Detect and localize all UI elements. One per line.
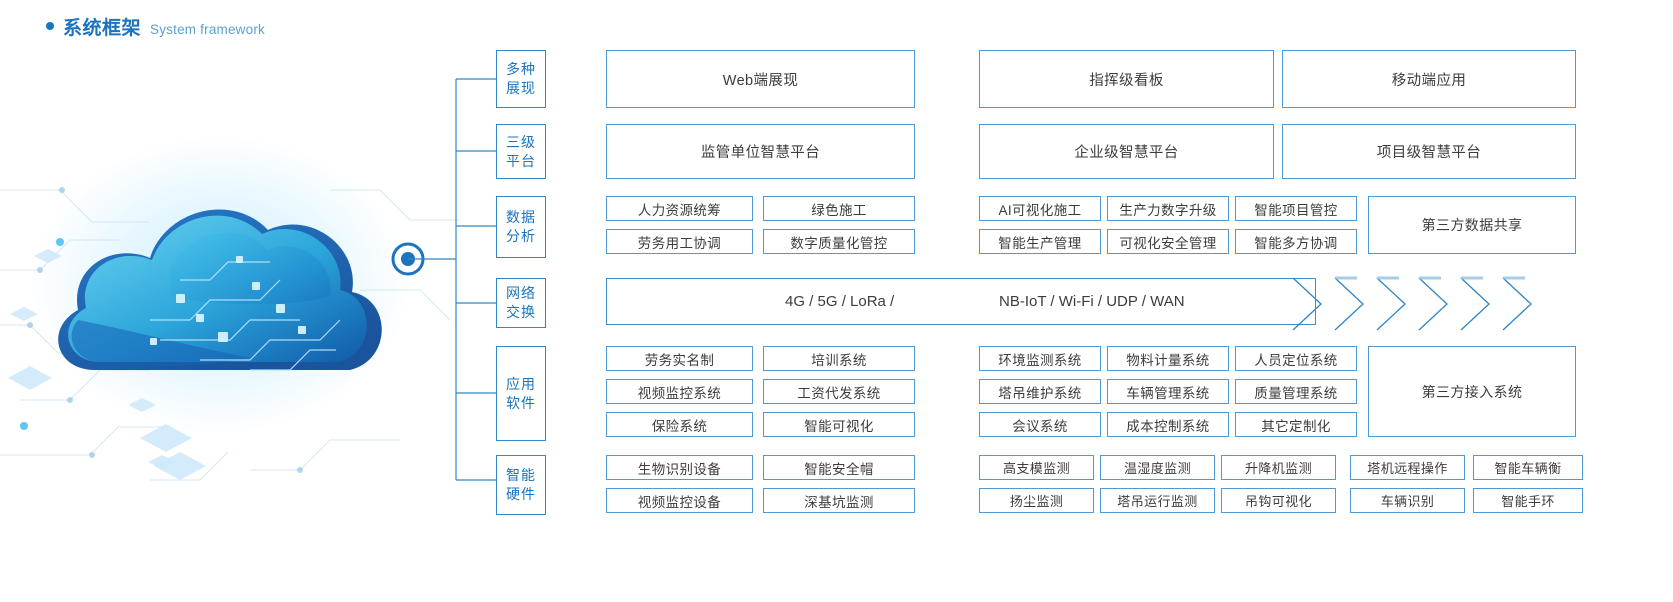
bullet-dot-icon — [46, 22, 54, 30]
network-protocol-bar[interactable]: 4G / 5G / LoRa / NB-IoT / Wi-Fi / UDP / … — [606, 278, 1316, 325]
connector-tree — [400, 45, 560, 525]
row-label-application-software: 应用 软件 — [496, 346, 546, 441]
row-label-network-exchange: 网络 交换 — [496, 278, 546, 328]
row-label-line2: 交换 — [506, 304, 536, 320]
row-label-line1: 三级 — [506, 133, 536, 150]
cell-smart-visualization[interactable]: 智能可视化 — [763, 412, 915, 437]
row-presentation: 多种 展现 Web端展现 指挥级看板 移动端应用 — [496, 50, 1673, 108]
network-segment-2: NB-IoT / Wi-Fi / UDP / WAN — [999, 293, 1185, 310]
cell-deep-pit-monitoring[interactable]: 深基坑监测 — [763, 488, 915, 513]
row-network-cells: 4G / 5G / LoRa / NB-IoT / Wi-Fi / UDP / … — [546, 276, 1673, 331]
cell-third-party-data-sharing[interactable]: 第三方数据共享 — [1368, 196, 1576, 254]
cell-mobile-application[interactable]: 移动端应用 — [1282, 50, 1576, 108]
cell-smart-multiparty-coord[interactable]: 智能多方协调 — [1235, 229, 1357, 254]
row-label-line1: 智能 — [506, 467, 536, 483]
row-label-line1: 网络 — [506, 285, 536, 301]
cell-other-customization[interactable]: 其它定制化 — [1235, 412, 1357, 437]
row-data-analysis: 数据 分析 人力资源统筹 绿色施工 劳务用工协调 数字质量化管控 AI可视化施工… — [496, 196, 1673, 258]
cell-project-platform[interactable]: 项目级智慧平台 — [1282, 124, 1576, 179]
cell-vehicle-management[interactable]: 车辆管理系统 — [1107, 379, 1229, 404]
cell-labor-realname[interactable]: 劳务实名制 — [606, 346, 753, 371]
row-hardware-cells: 生物识别设备 智能安全帽 视频监控设备 深基坑监测 高支模监测 温湿度监测 升降… — [546, 455, 1673, 515]
cell-vehicle-recognition[interactable]: 车辆识别 — [1350, 488, 1465, 513]
cell-smart-wristband[interactable]: 智能手环 — [1473, 488, 1583, 513]
row-label-smart-hardware: 智能 硬件 — [496, 455, 546, 515]
cell-environment-monitoring[interactable]: 环境监测系统 — [979, 346, 1101, 371]
row-label-presentation: 多种 展现 — [496, 50, 546, 108]
cloud-network-illustration — [0, 70, 470, 520]
row-application-software: 应用 软件 劳务实名制 培训系统 视频监控系统 工资代发系统 保险系统 智能可视… — [496, 346, 1673, 441]
cell-productivity-upgrade[interactable]: 生产力数字升级 — [1107, 196, 1229, 221]
cell-hoist-monitoring[interactable]: 升降机监测 — [1221, 455, 1336, 480]
row-data-analysis-cells: 人力资源统筹 绿色施工 劳务用工协调 数字质量化管控 AI可视化施工 生产力数字… — [546, 196, 1673, 258]
cell-hr-coordination[interactable]: 人力资源统筹 — [606, 196, 753, 221]
cell-quality-management[interactable]: 质量管理系统 — [1235, 379, 1357, 404]
row-label-line2: 分析 — [506, 228, 536, 244]
row-platform: 三级 平台 监管单位智慧平台 企业级智慧平台 项目级智慧平台 — [496, 124, 1673, 179]
cell-tower-crane-maintenance[interactable]: 塔吊维护系统 — [979, 379, 1101, 404]
cell-video-monitoring-device[interactable]: 视频监控设备 — [606, 488, 753, 513]
cell-third-party-access-system[interactable]: 第三方接入系统 — [1368, 346, 1576, 437]
cell-meeting-system[interactable]: 会议系统 — [979, 412, 1101, 437]
row-smart-hardware: 智能 硬件 生物识别设备 智能安全帽 视频监控设备 深基坑监测 高支模监测 温湿… — [496, 455, 1673, 515]
cell-labor-coordination[interactable]: 劳务用工协调 — [606, 229, 753, 254]
cell-smart-project-control[interactable]: 智能项目管控 — [1235, 196, 1357, 221]
cell-temp-humidity-monitoring[interactable]: 温湿度监测 — [1100, 455, 1215, 480]
page-title-cn: 系统框架 — [63, 18, 142, 39]
network-segment-1: 4G / 5G / LoRa / — [785, 293, 895, 310]
page-title-en: System framework — [150, 22, 265, 37]
cell-biometric-device[interactable]: 生物识别设备 — [606, 455, 753, 480]
cell-regulator-platform[interactable]: 监管单位智慧平台 — [606, 124, 915, 179]
page-title: 系统框架 System framework — [46, 13, 265, 40]
row-label-line2: 软件 — [506, 394, 536, 411]
cell-video-surveillance-system[interactable]: 视频监控系统 — [606, 379, 753, 404]
cell-material-metering[interactable]: 物料计量系统 — [1107, 346, 1229, 371]
cell-web-presentation[interactable]: Web端展现 — [606, 50, 915, 108]
cell-smart-vehicle-scale[interactable]: 智能车辆衡 — [1473, 455, 1583, 480]
row-label-data-analysis: 数据 分析 — [496, 196, 546, 258]
cell-visual-safety-mgmt[interactable]: 可视化安全管理 — [1107, 229, 1229, 254]
cell-cost-control-system[interactable]: 成本控制系统 — [1107, 412, 1229, 437]
cell-ai-visual-construction[interactable]: AI可视化施工 — [979, 196, 1101, 221]
row-label-line1: 应用 — [506, 375, 536, 392]
cell-digital-quality-control[interactable]: 数字质量化管控 — [763, 229, 915, 254]
cell-dust-monitoring[interactable]: 扬尘监测 — [979, 488, 1094, 513]
row-label-line2: 展现 — [506, 80, 536, 96]
cell-hook-visualization[interactable]: 吊钩可视化 — [1221, 488, 1336, 513]
cell-smart-production-mgmt[interactable]: 智能生产管理 — [979, 229, 1101, 254]
row-label-line2: 平台 — [506, 152, 536, 169]
row-label-line1: 多种 — [506, 61, 536, 77]
cell-personnel-positioning[interactable]: 人员定位系统 — [1235, 346, 1357, 371]
row-application-cells: 劳务实名制 培训系统 视频监控系统 工资代发系统 保险系统 智能可视化 环境监测… — [546, 346, 1673, 441]
cell-high-formwork-monitoring[interactable]: 高支模监测 — [979, 455, 1094, 480]
network-flow-chevrons — [1291, 275, 1581, 338]
cell-insurance-system[interactable]: 保险系统 — [606, 412, 753, 437]
cell-smart-helmet[interactable]: 智能安全帽 — [763, 455, 915, 480]
row-label-line2: 硬件 — [506, 486, 536, 502]
cell-green-construction[interactable]: 绿色施工 — [763, 196, 915, 221]
cell-tower-remote-operation[interactable]: 塔机远程操作 — [1350, 455, 1465, 480]
cell-training-system[interactable]: 培训系统 — [763, 346, 915, 371]
row-label-platform: 三级 平台 — [496, 124, 546, 179]
row-platform-cells: 监管单位智慧平台 企业级智慧平台 项目级智慧平台 — [546, 124, 1673, 179]
cell-payroll-system[interactable]: 工资代发系统 — [763, 379, 915, 404]
cell-command-dashboard[interactable]: 指挥级看板 — [979, 50, 1274, 108]
cell-tower-crane-operation-monitoring[interactable]: 塔吊运行监测 — [1100, 488, 1215, 513]
row-presentation-cells: Web端展现 指挥级看板 移动端应用 — [546, 50, 1673, 108]
row-network-exchange: 网络 交换 4G / 5G / LoRa / NB-IoT / Wi-Fi / … — [496, 276, 1673, 331]
cell-enterprise-platform[interactable]: 企业级智慧平台 — [979, 124, 1274, 179]
row-label-line1: 数据 — [506, 209, 536, 225]
